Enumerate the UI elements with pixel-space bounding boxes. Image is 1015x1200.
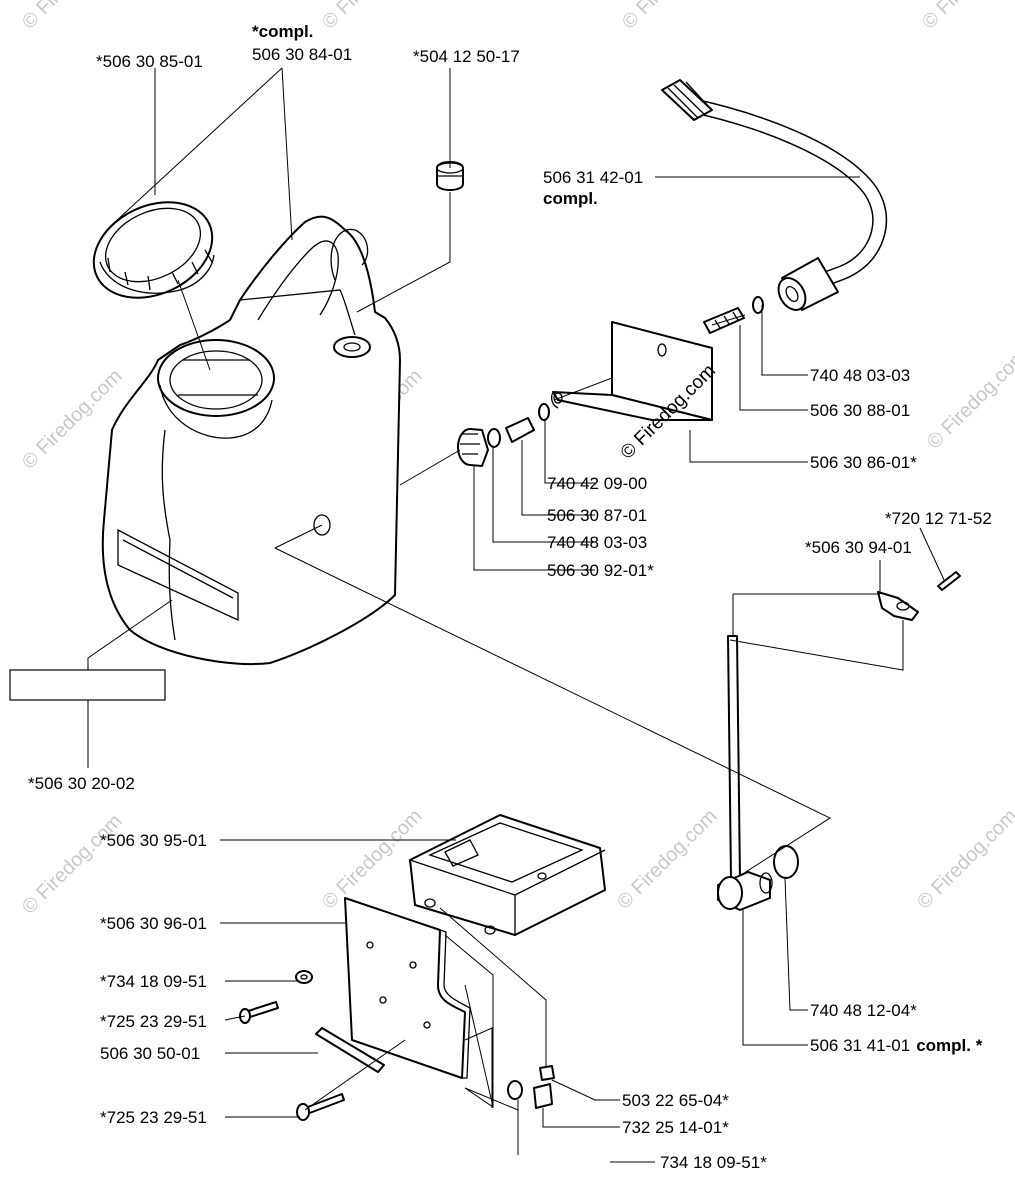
label-506-30-87-01: 506 30 87-01	[547, 506, 647, 525]
label-734-18-09-51-right: 734 18 09-51*	[660, 1153, 767, 1172]
fittings	[457, 403, 550, 467]
tank	[101, 215, 401, 666]
label-506-30-96-01: *506 30 96-01	[100, 914, 207, 933]
label-506-30-86-01: 506 30 86-01*	[810, 453, 917, 472]
watermark: © Firedog.com	[613, 805, 722, 914]
label-compl-hose: compl.	[543, 189, 598, 208]
blank-label-box	[9, 669, 166, 701]
grommet	[436, 161, 464, 191]
clamp	[877, 571, 961, 621]
bracket	[551, 321, 713, 421]
label-740-42-09-00: 740 42 09-00	[547, 474, 647, 493]
label-506-30-84-01: 506 30 84-01	[252, 45, 352, 64]
watermark: © Firedog.com	[618, 0, 727, 34]
watermark: © Firedog.com	[318, 0, 427, 34]
hose	[661, 79, 887, 311]
battery-box	[409, 814, 606, 936]
watermark: © Firedog.com	[913, 805, 1015, 914]
label-503-22-65-04: 503 22 65-04*	[622, 1091, 729, 1110]
nipple-upper	[703, 296, 764, 334]
label-506-30-50-01: 506 30 50-01	[100, 1044, 200, 1063]
watermark: © Firedog.com	[18, 810, 127, 919]
label-506-31-42-01: 506 31 42-01	[543, 168, 643, 187]
suction-pipe	[717, 635, 799, 911]
hardware	[239, 970, 555, 1121]
label-506-30-94-01: *506 30 94-01	[805, 538, 912, 557]
label-720-12-71-52: *720 12 71-52	[885, 509, 992, 528]
watermark: © Firedog.com	[918, 0, 1015, 34]
label-734-18-09-51-left: *734 18 09-51	[100, 972, 207, 991]
label-732-25-14-01: 732 25 14-01*	[622, 1118, 729, 1137]
label-506-30-92-01: 506 30 92-01*	[547, 561, 654, 580]
part-labels: *506 30 85-01 *compl. 506 30 84-01 *504 …	[28, 22, 992, 1172]
label-506-30-85-01: *506 30 85-01	[96, 52, 203, 71]
label-740-48-03-03-lower: 740 48 03-03	[547, 533, 647, 552]
leader-lines	[87, 67, 946, 1163]
watermark: © Firedog.com	[18, 0, 127, 34]
filler-cap	[92, 201, 215, 299]
label-506-30-20-02: *506 30 20-02	[28, 774, 135, 793]
label-504-12-50-17: *504 12 50-17	[413, 47, 520, 66]
mounting-plate	[344, 897, 471, 1079]
label-740-48-03-03-upper: 740 48 03-03	[810, 366, 910, 385]
watermark: © Firedog.com	[923, 345, 1015, 454]
label-725-23-29-51-upper: *725 23 29-51	[100, 1012, 207, 1031]
label-506-30-95-01: *506 30 95-01	[100, 831, 207, 850]
label-725-23-29-51-lower: *725 23 29-51	[100, 1108, 207, 1127]
label-compl-tank: *compl.	[252, 22, 313, 41]
label-740-48-12-04: 740 48 12-04*	[810, 1001, 917, 1020]
label-506-30-88-01: 506 30 88-01	[810, 401, 910, 420]
